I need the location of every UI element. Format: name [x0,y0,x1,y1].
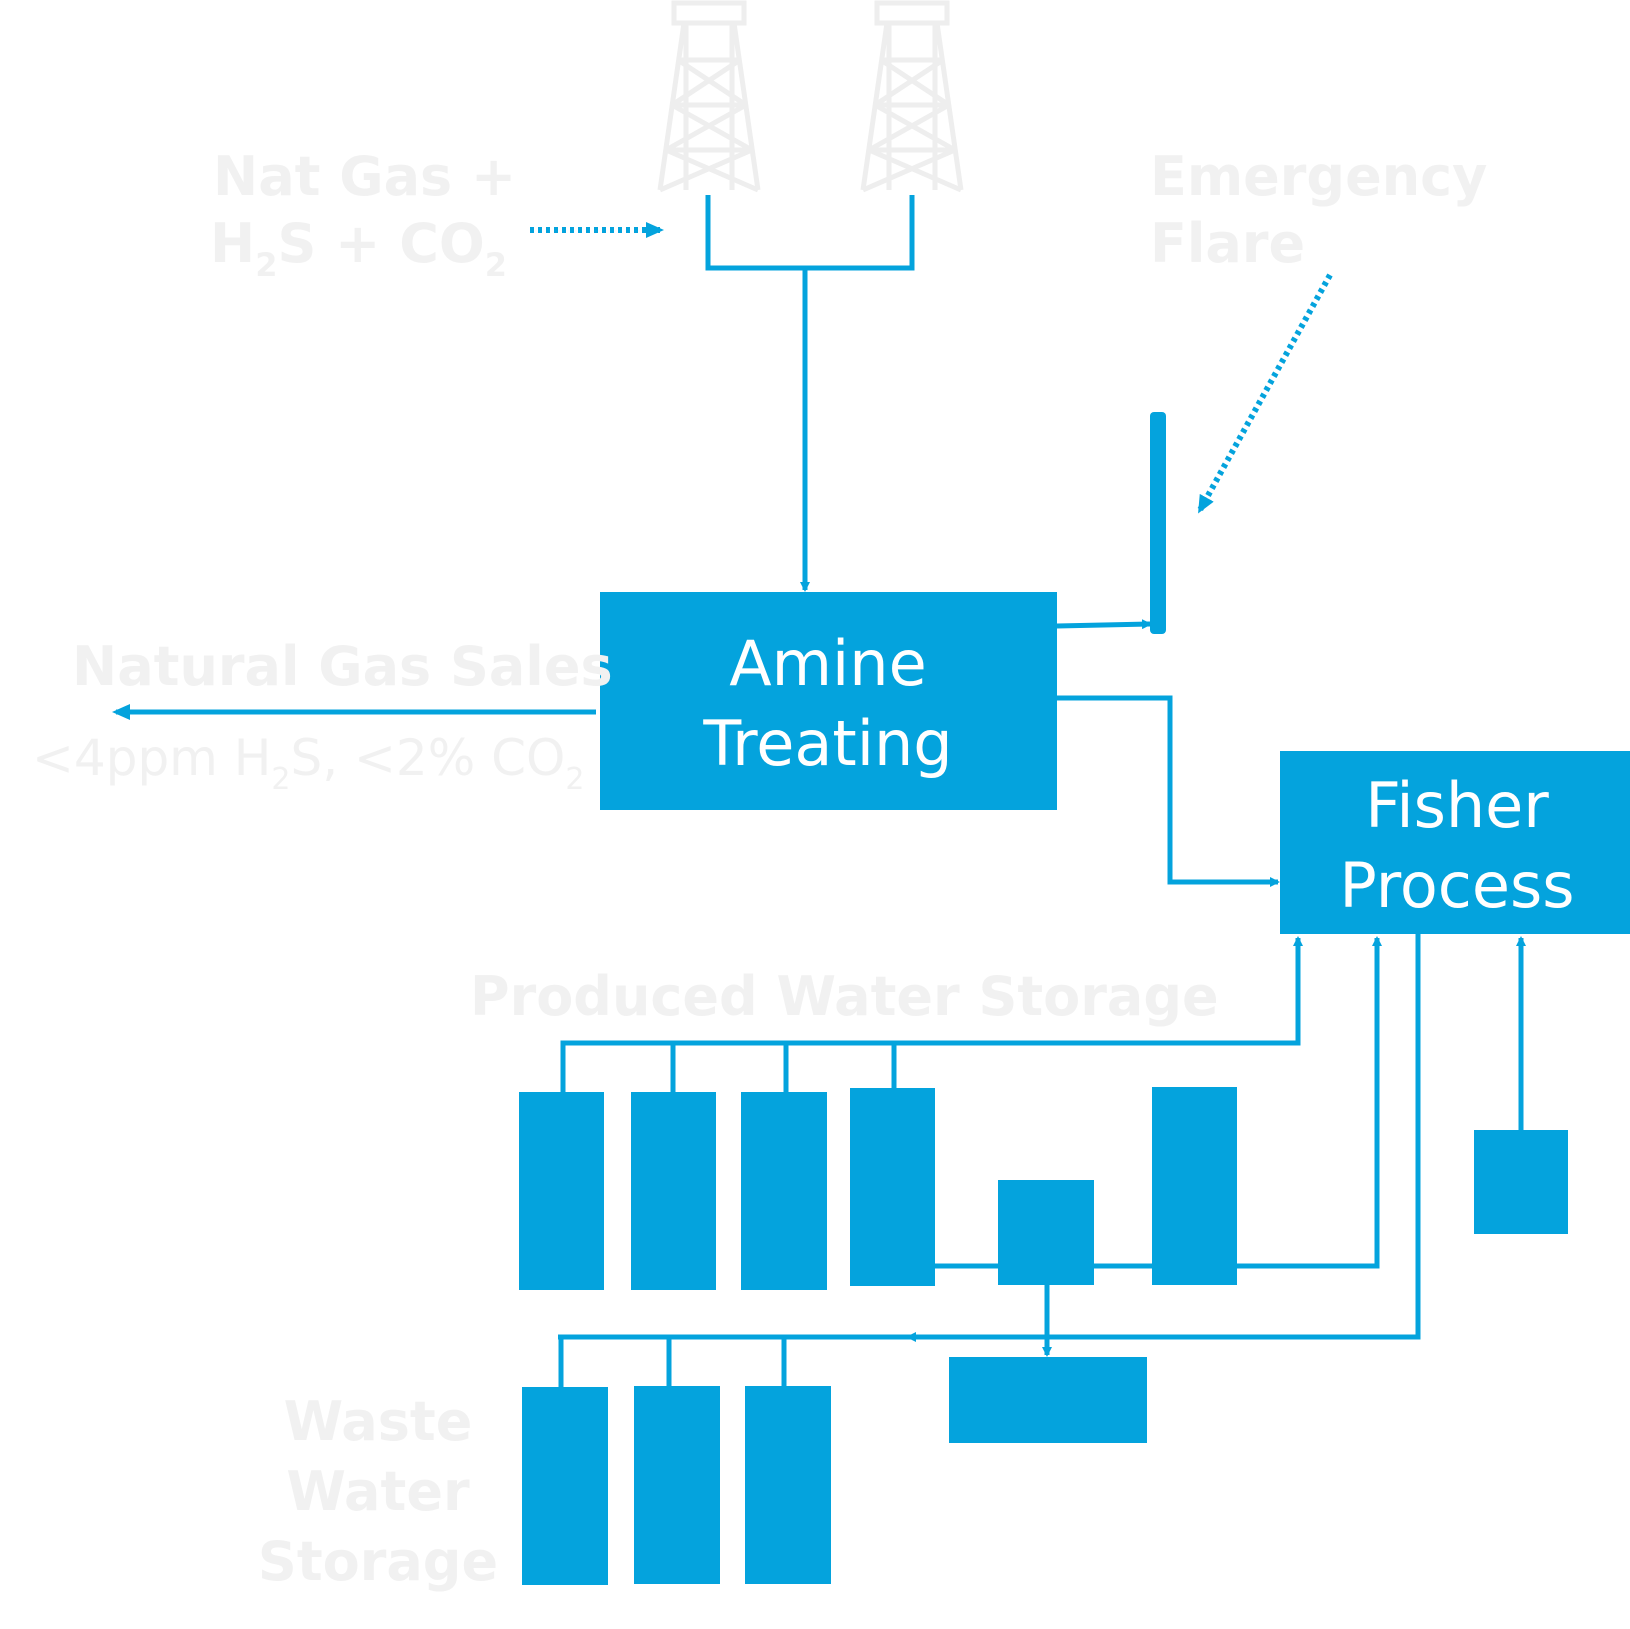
produced-water-label: Produced Water Storage [470,965,1219,1028]
amine-to-flare-pipe [1056,619,1152,630]
amine-label-line1: Amine [729,627,926,700]
oil-derrick-icon [657,0,761,193]
waste-water-tank [745,1386,831,1584]
sales-label-line1: Natural Gas Sales [72,635,613,698]
produced-water-tank [519,1092,604,1290]
flare-dotted-arrow [1197,273,1333,514]
flare-stack [1150,412,1166,634]
oil-derrick-icon [860,0,964,193]
flare-label-line1: Emergency [1150,145,1487,208]
well-manifold-pipe [705,195,915,271]
amine-treating-box [600,592,1057,810]
right-feed-unit [1474,1130,1568,1234]
fisher-label-line2: Process [1339,849,1574,922]
waste-label-line1: Waste [284,1390,473,1453]
fisher-return-pipe [906,934,1421,1342]
amine-label-line2: Treating [702,707,952,780]
fisher-label-line1: Fisher [1365,769,1549,842]
feed-s-co-text: S + CO [277,212,484,275]
waste-label-line3: Storage [258,1530,498,1593]
feed-label-line1: Nat Gas + [213,145,516,208]
sales-h2s-subscript: 2 [271,762,290,797]
sales-label-line2: <4ppm H2S, <2% CO2 [32,729,584,797]
tall-storage-tank [1152,1087,1237,1285]
sales-text-a: <4ppm H [32,729,271,787]
feed-label-line2: H2S + CO2 [210,212,507,284]
middle-process-unit [998,1180,1094,1285]
feed-h-text: H [210,212,255,275]
produced-water-tank [741,1092,827,1290]
feed-co2-subscript: 2 [485,246,507,284]
sales-text-b: S, <2% CO [290,729,565,787]
waste-label-line2: Water [286,1460,470,1523]
produced-water-tank [850,1088,935,1286]
amine-to-fisher-pipe [1057,695,1280,887]
produced-water-header-pipe [560,936,1303,1094]
bottom-process-unit [949,1357,1147,1443]
produced-water-tank [631,1092,716,1290]
waste-water-tank [522,1387,608,1585]
waste-water-tank [634,1386,720,1584]
fisher-process-box [1280,751,1630,934]
flare-label-line2: Flare [1150,212,1305,275]
feed-h2-subscript: 2 [255,246,277,284]
sales-co2-subscript: 2 [565,762,584,797]
tall-tank-to-fisher-pipe [1237,936,1382,1269]
